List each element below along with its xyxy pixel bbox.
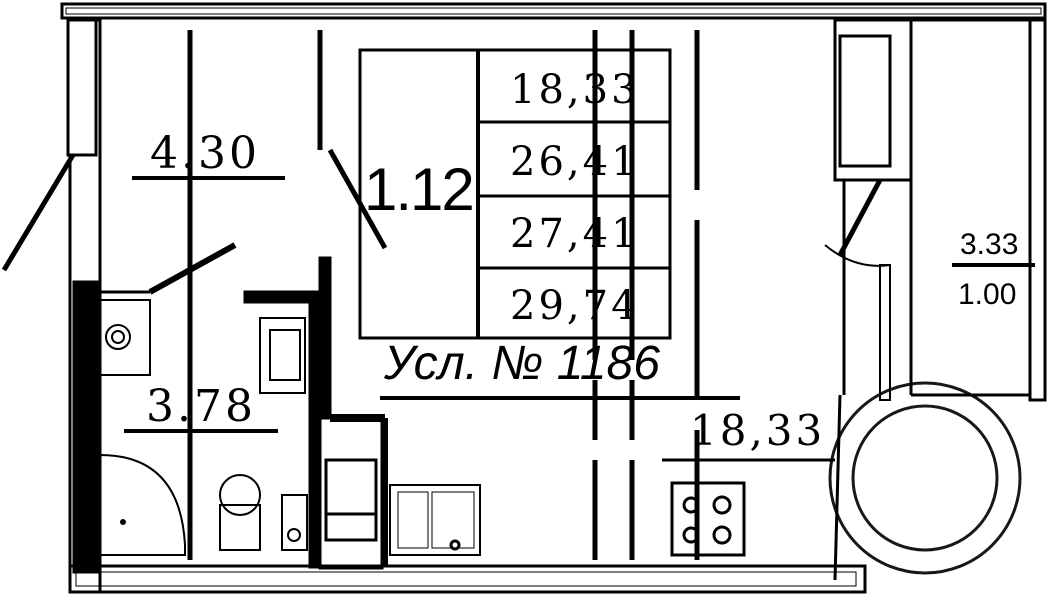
label-underlines (124, 176, 1035, 433)
unit-label: Усл. № 1186 (384, 337, 660, 390)
watermark-seal (828, 381, 1022, 575)
balcony-coefficient: 1.00 (958, 278, 1017, 311)
bathroom-walls (72, 242, 388, 574)
legend-code: 1.12 (364, 156, 475, 223)
legend-area-3: 27,41 (510, 211, 640, 257)
balcony (824, 34, 913, 581)
legend-table (358, 48, 672, 340)
room-area-main: 18,33 (690, 406, 826, 455)
balcony-area: 3.33 (960, 228, 1019, 261)
legend-area-1: 18,33 (510, 67, 640, 113)
kitchen-units (318, 416, 835, 570)
entrance-door (1, 18, 388, 272)
legend-area-2: 26,41 (510, 139, 640, 185)
legend-area-4: 29,74 (510, 283, 640, 329)
axis-lines (187, 30, 700, 560)
room-area-hall: 4.30 (150, 128, 260, 179)
room-area-bathroom: 3.78 (146, 381, 256, 432)
bathroom-fixtures (99, 299, 308, 556)
